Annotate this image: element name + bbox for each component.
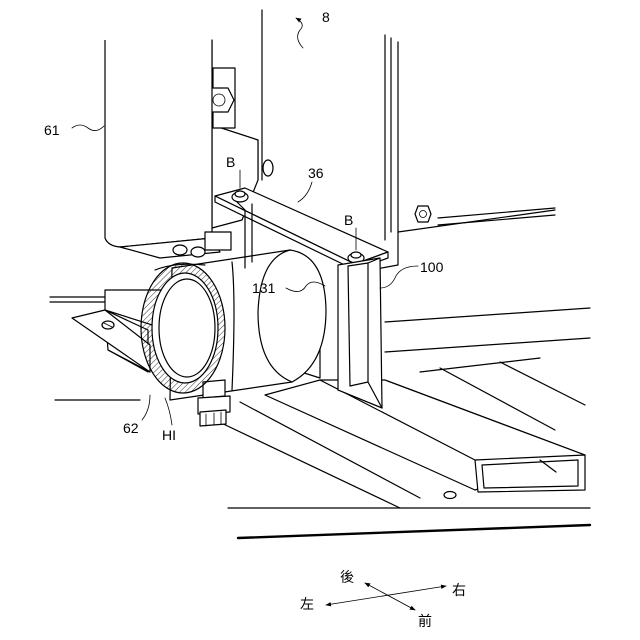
label-flange-62: 62 (123, 420, 139, 436)
label-member-61: 61 (44, 122, 60, 138)
direction-right-label: 右 (452, 583, 466, 599)
direction-rear-label: 後 (340, 570, 354, 586)
upper-frame (204, 10, 555, 272)
label-assembly-8: 8 (322, 9, 330, 25)
long-channel (265, 380, 585, 499)
direction-left-label: 左 (300, 597, 314, 613)
direction-indicator: 後 右 左 前 (300, 570, 466, 630)
label-hi: HI (162, 427, 176, 443)
flange-62 (141, 263, 225, 393)
label-bolt-b-right: B (344, 212, 353, 228)
label-pipe-131: 131 (252, 280, 276, 296)
label-bolt-b-left: B (226, 154, 235, 170)
direction-front-label: 前 (418, 613, 432, 630)
plate-100 (338, 258, 382, 408)
label-plate-100: 100 (420, 259, 444, 275)
label-bracket-36: 36 (308, 165, 324, 181)
member-61 (105, 40, 231, 258)
